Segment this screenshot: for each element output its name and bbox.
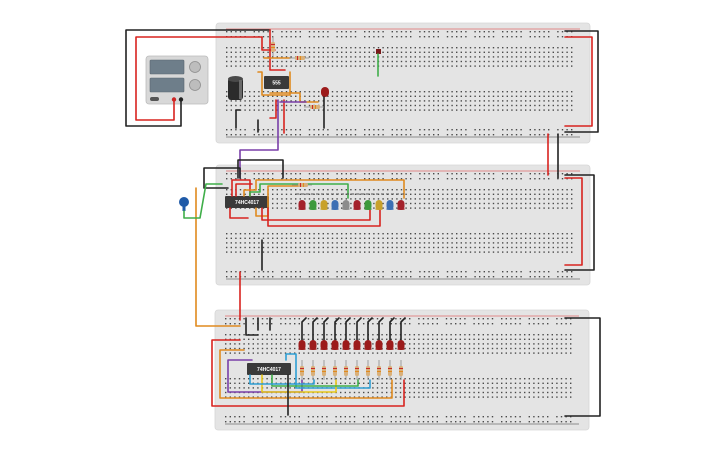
led-middle-1[interactable]: [298, 200, 306, 210]
counter-chip-bottom-label: 74HC4017: [257, 367, 281, 373]
wire-mid-vcc[interactable]: [231, 179, 251, 197]
wire-bottom-led-ground[interactable]: [323, 317, 329, 341]
led-middle-8[interactable]: [375, 200, 383, 210]
indicator-led[interactable]: [321, 87, 329, 97]
wire-top-right-positive[interactable]: [564, 36, 593, 127]
breadboard-top[interactable]: [215, 22, 591, 144]
led-row-bottom[interactable]: [298, 340, 405, 350]
current-display: [149, 77, 185, 93]
wire-bottom-led-ground[interactable]: [345, 317, 351, 341]
wire-mid-output-bus-4[interactable]: [261, 207, 371, 221]
breadboard-holes[interactable]: [225, 318, 572, 423]
wire-mid-enable[interactable]: [235, 183, 253, 197]
breadboard-holes[interactable]: [226, 31, 573, 136]
breadboard-body: [215, 164, 591, 286]
wire-555-threshold[interactable]: [269, 92, 319, 103]
led-bottom-6[interactable]: [353, 340, 361, 350]
wire-bottom-led-ground[interactable]: [378, 317, 384, 341]
led-middle-9[interactable]: [386, 200, 394, 210]
wire-mid-right-ground[interactable]: [564, 174, 595, 271]
led-middle-4[interactable]: [331, 200, 339, 210]
wire-bottom-output-bus-blue[interactable]: [285, 353, 371, 389]
wire-psu-positive[interactable]: [135, 36, 263, 121]
wire-bottom-output-bus-orange[interactable]: [219, 349, 393, 399]
led-middle-2[interactable]: [309, 200, 317, 210]
probe-pin[interactable]: [376, 49, 381, 54]
breadboard-holes[interactable]: [226, 173, 573, 278]
wire-bottom-output-bus-green[interactable]: [271, 374, 359, 387]
potentiometer[interactable]: [179, 197, 189, 211]
wire-cap-ground[interactable]: [235, 109, 241, 129]
counter-chip-middle[interactable]: 74HC4017: [225, 196, 269, 208]
wire-pot-wiper[interactable]: [183, 183, 223, 219]
wire-mid-clock-ground[interactable]: [203, 167, 241, 189]
wire-555-vcc[interactable]: [269, 29, 286, 71]
led-bottom-4[interactable]: [331, 340, 339, 350]
resistors[interactable]: [271, 36, 403, 380]
voltage-display: [149, 59, 185, 75]
wire-bottom-ground-1[interactable]: [245, 317, 259, 336]
voltage-knob[interactable]: [189, 61, 201, 73]
wire-bottom-led-ground[interactable]: [312, 317, 318, 341]
wire-bottom-right-ground[interactable]: [564, 317, 601, 417]
wire-bottom-led-ground[interactable]: [389, 317, 395, 341]
wire-bottom-led-ground[interactable]: [400, 317, 406, 341]
wire-bottom-led-ground[interactable]: [334, 317, 340, 341]
wire-555-trigger[interactable]: [257, 71, 291, 96]
breadboard-middle[interactable]: [215, 164, 591, 286]
wire-mid-output-bus-2[interactable]: [249, 183, 349, 199]
counter-chip-middle-label: 74HC4017: [235, 200, 259, 206]
led-bottom-2[interactable]: [309, 340, 317, 350]
power-switch[interactable]: [150, 97, 159, 101]
led-middle-10[interactable]: [397, 200, 405, 210]
wire-mid-reset[interactable]: [237, 159, 284, 179]
wire-mid-output-bus-1[interactable]: [243, 179, 405, 199]
wire-bottom-led-ground[interactable]: [356, 317, 362, 341]
wire-bottom-led-ground[interactable]: [367, 317, 373, 341]
electrolytic-capacitor[interactable]: [228, 76, 243, 100]
led-bottom-9[interactable]: [386, 340, 394, 350]
led-middle-3[interactable]: [320, 200, 328, 210]
led-middle-5[interactable]: [342, 200, 350, 210]
counter-chip-bottom[interactable]: 74HC4017: [247, 363, 291, 375]
led-bottom-7[interactable]: [364, 340, 372, 350]
wire-555-output[interactable]: [269, 99, 277, 119]
timer-555-chip[interactable]: 555: [264, 76, 289, 89]
wire-top-right-ground[interactable]: [564, 30, 599, 133]
led-bottom-1[interactable]: [298, 340, 306, 350]
wire-555-reset[interactable]: [261, 36, 276, 51]
wire-mid-right-positive[interactable]: [564, 177, 583, 266]
led-row-middle[interactable]: [296, 193, 405, 210]
power-supply[interactable]: [145, 55, 209, 105]
wires[interactable]: [125, 29, 601, 417]
led-bottom-10[interactable]: [397, 340, 405, 350]
led-middle-6[interactable]: [353, 200, 361, 210]
timer-chip-label: 555: [272, 81, 281, 87]
wire-mid-carry[interactable]: [229, 207, 249, 219]
wire-mid-to-bottom-orange[interactable]: [195, 187, 241, 327]
led-middle-7[interactable]: [364, 200, 372, 210]
wire-bottom-output-bus-blue-2[interactable]: [249, 374, 315, 385]
wire-bottom-output-bus-red[interactable]: [211, 339, 405, 407]
led-bottom-8[interactable]: [375, 340, 383, 350]
wire-psu-ground[interactable]: [125, 29, 271, 127]
led-bottom-5[interactable]: [342, 340, 350, 350]
wire-bottom-led-ground[interactable]: [301, 317, 307, 341]
current-knob[interactable]: [189, 79, 201, 91]
wire-mid-output-bus-5[interactable]: [267, 207, 381, 227]
led-bottom-3[interactable]: [320, 340, 328, 350]
wire-clock-to-counter[interactable]: [239, 99, 279, 179]
